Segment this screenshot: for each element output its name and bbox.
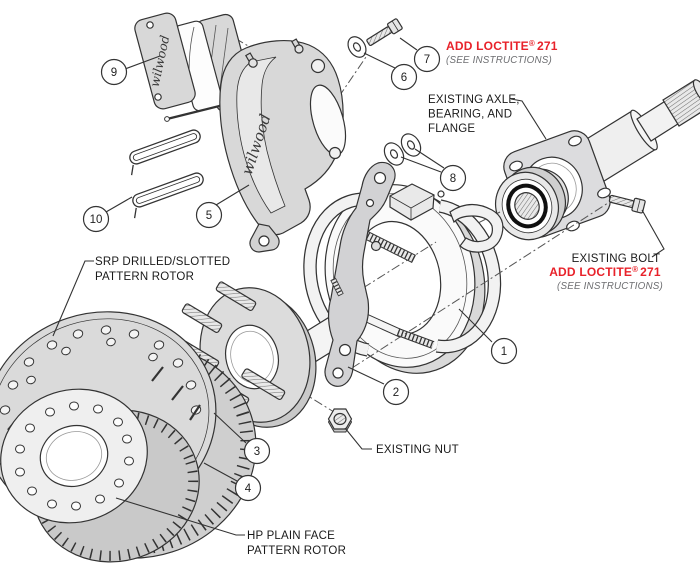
callout-number: 6 [401,72,407,84]
bridge-bolt [310,58,326,74]
cable-bracket-hook [449,203,504,253]
label-existing-axle: EXISTING AXLE, BEARING, AND FLANGE [428,94,547,140]
callout-4: 4 [203,462,262,502]
label-hp-rotor: HP PLAIN FACE PATTERN ROTOR [115,497,346,557]
bridge-bolt [328,146,342,160]
bracket-hole [365,198,375,208]
callout-number: 1 [501,346,507,358]
svg-text:ADD LOCTITE®271: ADD LOCTITE®271 [549,265,661,279]
rim-hole [437,190,445,198]
pad-tab-hole [154,93,162,101]
bracket-hole [332,367,344,379]
callout-number: 8 [450,173,456,185]
flange-bolt-hole [568,135,582,147]
rotor [0,311,257,563]
callout-number: 3 [254,446,260,458]
callout-8: 8 [400,148,467,192]
svg-text:EXISTING AXLE,: EXISTING AXLE, [428,94,520,106]
callout-number: 2 [393,387,399,399]
callouts: 1 2 3 4 5 6 7 8 [82,37,518,502]
brake-pads: wilwood [134,12,255,113]
svg-text:PATTERN ROTOR: PATTERN ROTOR [95,271,194,283]
svg-text:(SEE INSTRUCTIONS): (SEE INSTRUCTIONS) [557,281,663,292]
clip-upper [129,129,201,176]
bracket-hole [338,343,352,357]
pad-clips [129,129,204,219]
hub-hole-ring [15,401,134,511]
svg-text:SRP DRILLED/SLOTTED: SRP DRILLED/SLOTTED [95,256,230,268]
callout-5: 5 [195,184,250,229]
drum-hatch [33,411,199,561]
callout-1: 1 [458,308,518,365]
callout-number: 7 [424,54,430,66]
svg-text:BEARING, AND: BEARING, AND [428,109,512,121]
washers-8 [383,133,422,166]
mount-lug-hole [258,235,270,247]
svg-text:ADD LOCTITE®271: ADD LOCTITE®271 [446,39,558,53]
existing-bolt-part [608,194,646,214]
flange-bolt-hole [509,160,523,172]
label-loctite-top: ADD LOCTITE®271 (SEE INSTRUCTIONS) [446,39,558,66]
axle-spline [662,79,700,127]
axle-spline-end [692,79,700,105]
rotor-center-bore [39,424,109,488]
bearing-spline-bore [514,192,540,220]
callout-10: 10 [82,196,133,233]
mount-bolt [366,18,403,47]
svg-text:HP PLAIN FACE: HP PLAIN FACE [247,530,335,542]
existing-nut-part [327,408,353,433]
bleed-screw [291,38,304,54]
caliper-face [236,56,286,214]
mounting-bracket [324,161,396,387]
svg-text:EXISTING NUT: EXISTING NUT [376,444,459,456]
pad-backing-plate [134,12,196,110]
rotor-vane-hatch [18,340,254,556]
callout-9: 9 [100,55,161,86]
hold-down-pin [370,240,382,252]
callout-number: 10 [90,214,103,226]
pad-tab-hole [146,21,154,29]
callout-3: 3 [213,412,271,465]
backing-plate-assembly [303,183,504,374]
callout-number: 5 [206,210,212,222]
callout-2: 2 [347,366,410,406]
anchor-block [389,183,435,221]
callout-number: 9 [111,67,117,79]
callout-number: 4 [245,483,252,495]
flange-bolt-hole [597,187,611,199]
bracket-hole [373,171,387,185]
bracket-spring-stud [330,277,344,297]
callout-7: 7 [399,37,441,73]
callout-6: 6 [363,52,418,91]
axle-bearing-flange [495,79,700,241]
text-labels: ADD LOCTITE®271 (SEE INSTRUCTIONS) EXIST… [52,39,665,557]
axle-bearing [495,166,566,241]
label-srp-rotor: SRP DRILLED/SLOTTED PATTERN ROTOR [52,256,230,337]
label-existing-bolt: EXISTING BOLT ADD LOCTITE®271 (SEE INSTR… [549,209,665,292]
svg-text:PATTERN ROTOR: PATTERN ROTOR [247,545,346,557]
svg-text:EXISTING BOLT: EXISTING BOLT [572,253,661,265]
label-existing-nut: EXISTING NUT [344,427,459,456]
bearing-seal-ring [506,183,548,229]
clip-lower [132,172,204,219]
rotor-drill-holes [0,325,202,415]
svg-text:(SEE INSTRUCTIONS): (SEE INSTRUCTIONS) [446,55,552,66]
caliper: wilwood [219,38,347,253]
mount-washer [347,36,367,58]
svg-text:FLANGE: FLANGE [428,123,475,135]
bleed-screw [245,52,258,68]
adjuster-assembly [360,312,435,349]
